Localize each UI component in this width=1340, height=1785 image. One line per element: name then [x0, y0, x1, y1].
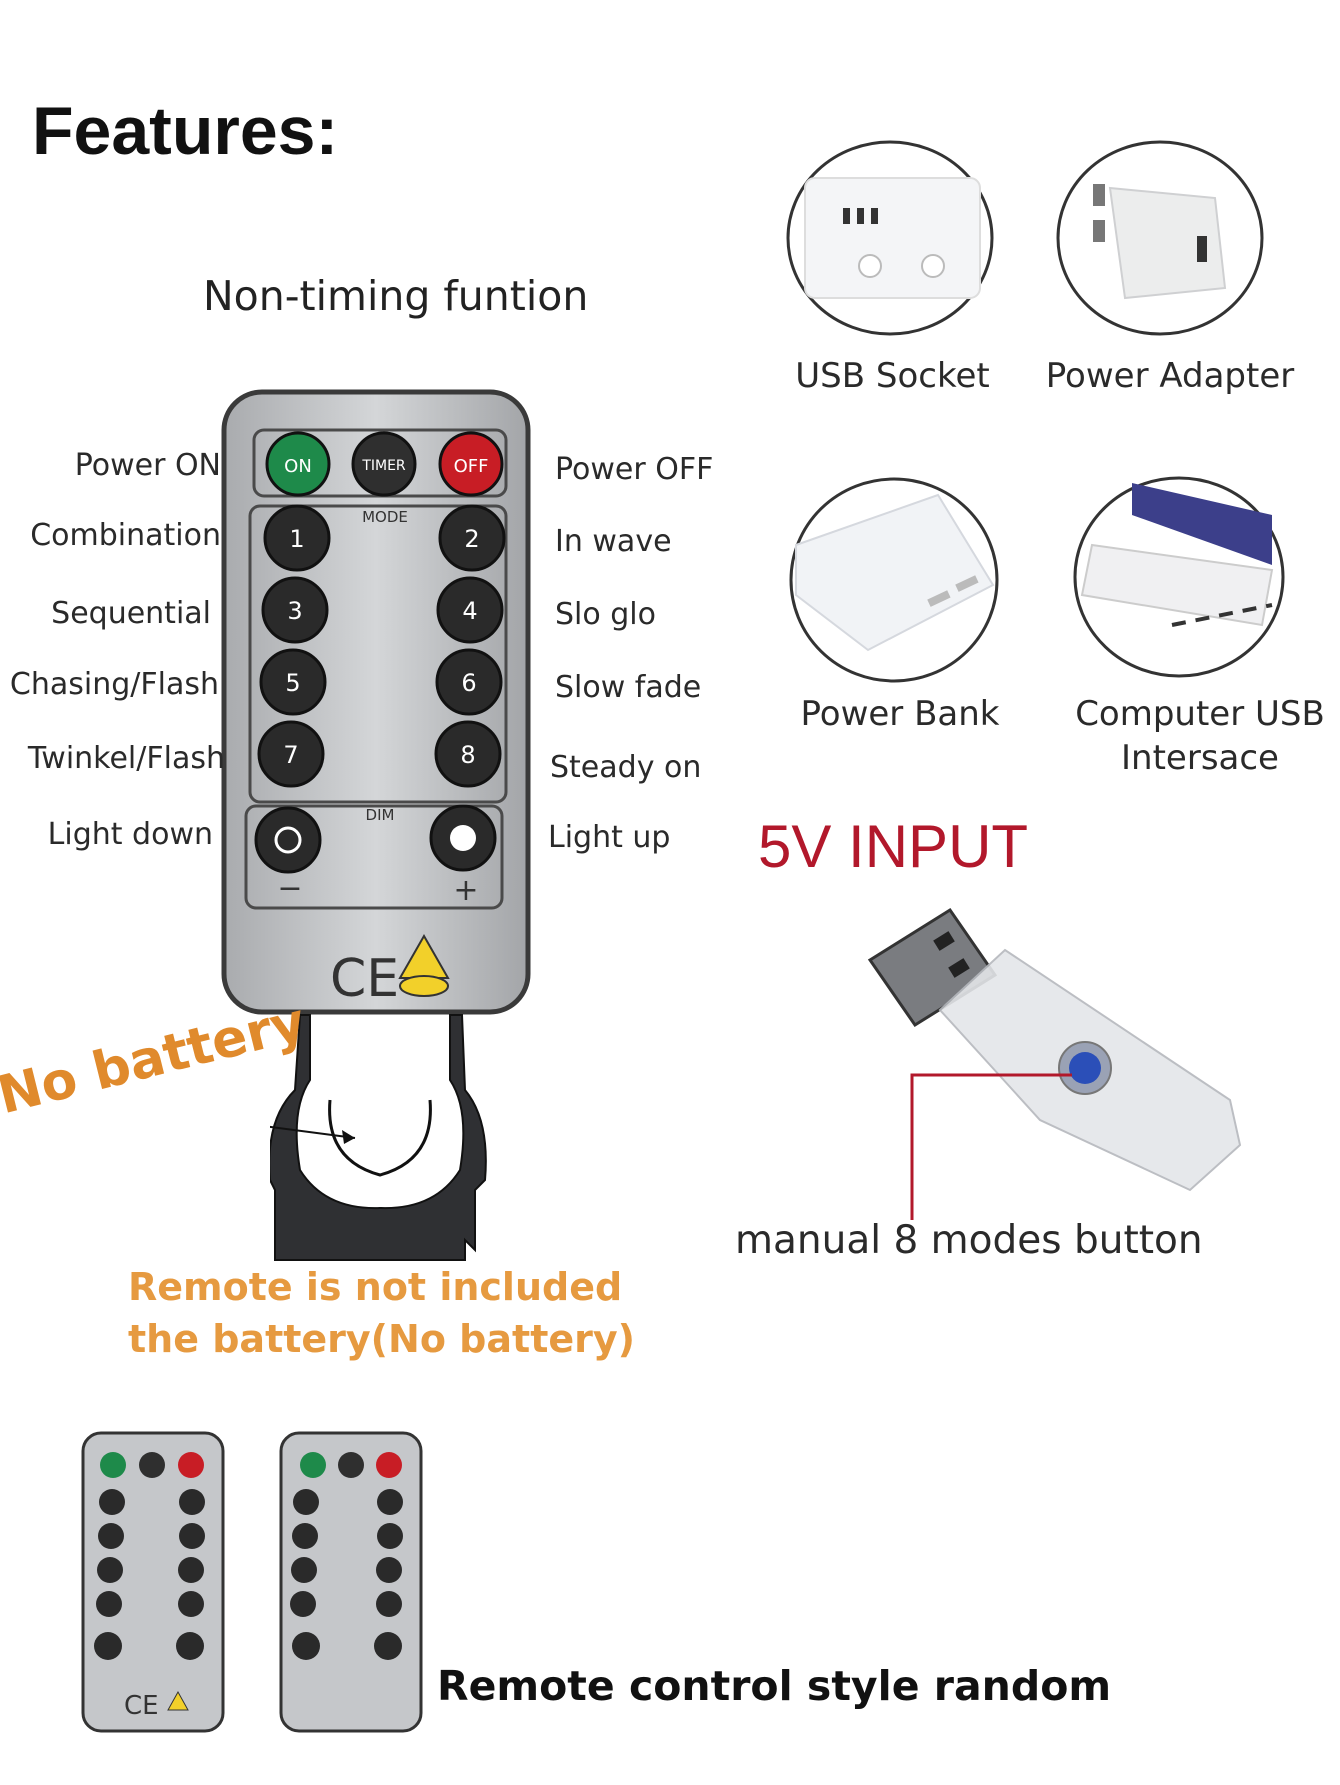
no-battery-tag: No battery	[0, 991, 312, 1127]
power-adapter-icon	[1056, 140, 1264, 336]
ce-mark: CE	[330, 949, 399, 1009]
mode-button-3-label: 3	[287, 597, 302, 625]
func-label-right-3: Slo glo	[555, 597, 657, 632]
page-title: Features:	[32, 93, 339, 169]
source-label-power-bank: Power Bank	[800, 694, 1000, 734]
mode-button-6-label: 6	[461, 669, 476, 697]
small-remote-1-ce: CE	[124, 1691, 159, 1721]
func-label-left-5: Twinkel/Flash	[27, 741, 225, 776]
power-bank-icon	[789, 477, 999, 683]
source-label-power-adapter: Power Adapter	[1045, 356, 1295, 396]
source-label-computer-usb-line2: Intersace	[1121, 738, 1279, 778]
input-voltage-label: 5V INPUT	[758, 813, 1029, 880]
func-label-left-2: Combination	[30, 518, 221, 553]
mode-button-4-label: 4	[462, 597, 477, 625]
func-label-right-4: Slow fade	[555, 670, 702, 705]
battery-clip-illustration	[270, 1014, 487, 1261]
func-label-left-1: Power ON	[74, 448, 221, 483]
mode-buttons: 1 2 3 4 5 6 7 8	[257, 504, 506, 788]
func-label-left-3: Sequential	[51, 596, 211, 631]
battery-note-line1: Remote is not included	[128, 1265, 623, 1309]
mode-button-7-label: 7	[283, 741, 298, 769]
mode-label: MODE	[362, 508, 408, 526]
func-label-right-5: Steady on	[550, 750, 702, 785]
plus-label: +	[453, 873, 478, 908]
mode-button-8-label: 8	[460, 741, 475, 769]
on-button	[265, 431, 331, 497]
func-label-left-6: Light down	[47, 817, 213, 852]
timer-button	[351, 431, 417, 497]
usb-button-label: manual 8 modes button	[735, 1218, 1203, 1263]
page-subtitle: Non-timing funtion	[203, 272, 589, 320]
func-label-right-1: Power OFF	[555, 452, 714, 487]
minus-label: −	[277, 871, 302, 906]
mode-button-5-label: 5	[285, 669, 300, 697]
small-remote-1: CE	[81, 1431, 225, 1733]
off-button	[438, 431, 504, 497]
source-label-computer-usb: Computer USB	[1075, 694, 1325, 734]
mode-button-2-label: 2	[464, 525, 479, 553]
on-button-label: ON	[284, 456, 312, 477]
mode-button-1-label: 1	[289, 525, 304, 553]
off-button-label: OFF	[454, 456, 489, 477]
usb-controller-illustration	[867, 907, 1242, 1220]
small-remote-2	[279, 1431, 423, 1733]
remote-control-illustration: ON TIMER OFF MODE 1 2 3 4 5 6 7 8 DIM − …	[221, 389, 531, 1015]
usb-socket-icon	[786, 140, 994, 336]
dim-label: DIM	[366, 806, 395, 824]
dim-down-button	[254, 806, 322, 874]
func-label-right-2: In wave	[555, 524, 672, 559]
mode-button-icon	[1069, 1052, 1101, 1084]
func-label-left-4: Chasing/Flash	[9, 667, 219, 702]
func-label-right-6: Light up	[548, 820, 671, 855]
source-label-usb-socket: USB Socket	[795, 356, 990, 396]
battery-note-line2: the battery(No battery)	[128, 1317, 636, 1361]
laptop-icon	[1073, 476, 1285, 678]
remote-style-random-label: Remote control style random	[437, 1662, 1112, 1710]
timer-button-label: TIMER	[361, 458, 406, 474]
